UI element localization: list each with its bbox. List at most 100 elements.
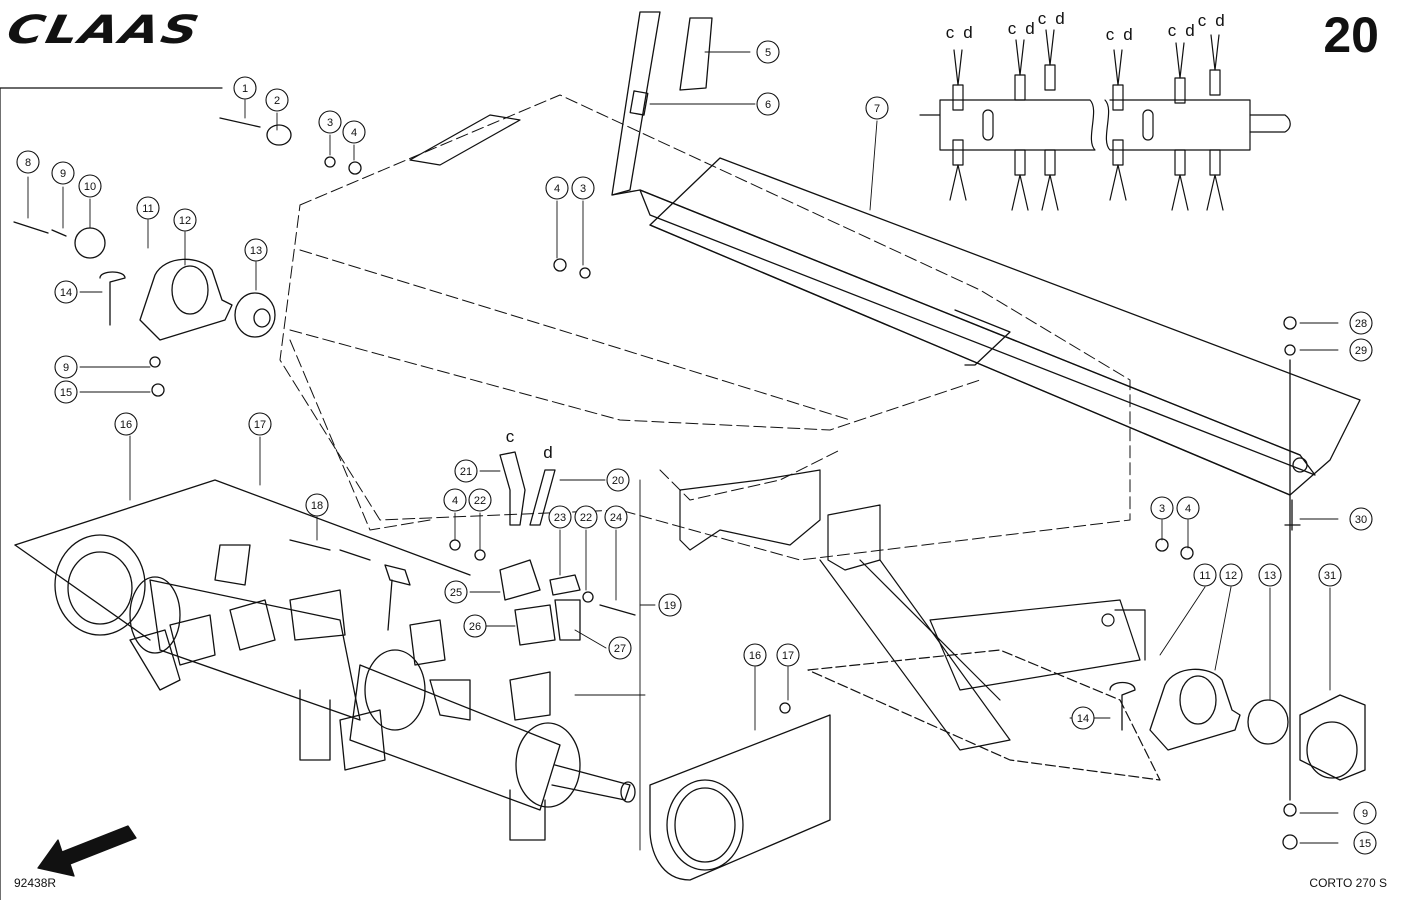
callout-number: 28 [1355,318,1367,330]
chain-strand [953,49,963,86]
knife-bar-7 [639,157,1361,496]
callout-number: 4 [1185,503,1191,515]
callout-number: 20 [612,475,624,487]
callout-31: 31 [1318,563,1342,587]
callout-circle [78,174,102,198]
callout-number: 4 [452,495,458,507]
chain-cutter [1044,149,1056,176]
callout-circle [233,76,257,100]
callout-number: 10 [84,181,96,193]
chain-cutter [1044,64,1056,91]
callout-4: 4 [443,488,467,512]
callout-13: 13 [1258,563,1282,587]
callout-number: 12 [1225,570,1237,582]
chain-strand [1210,34,1220,71]
callout-number: 14 [1077,713,1089,725]
callout-circle [265,88,289,112]
callout-circle [305,493,329,517]
callout-circle [1353,831,1377,855]
callout-circle [1071,706,1095,730]
callout-circle [743,643,767,667]
callout-number: 6 [765,99,771,111]
chain-cutter [1112,139,1124,166]
chain-strand [1171,174,1189,211]
callout-12: 12 [1219,563,1243,587]
callout-9: 9 [1353,801,1377,825]
callout-circle [318,110,342,134]
callout-number: 14 [60,287,72,299]
callout-circle [1258,563,1282,587]
chain-strand [1045,29,1055,66]
direction-arrow [37,825,137,877]
callout-5: 5 [756,40,780,64]
chain-label: d [1055,9,1064,28]
callout-circle [1353,801,1377,825]
callout-3: 3 [318,110,342,134]
chain-cutter [1014,149,1026,176]
callout-number: 9 [60,168,66,180]
callout-14: 14 [54,280,78,304]
callout-17: 17 [248,412,272,436]
callout-number: 4 [351,127,357,139]
callout-number: 25 [450,587,462,599]
chain-cutter [1209,69,1221,96]
chain-strand [1109,164,1127,201]
callout-circle [571,176,595,200]
callout-circle [248,412,272,436]
callout-circle [1176,496,1200,520]
callout-11: 11 [1193,563,1217,587]
callout-number: 1 [242,83,248,95]
chain-cutter [1014,74,1026,101]
callout-number: 13 [250,245,262,257]
callout-16: 16 [114,412,138,436]
callout-circle [443,488,467,512]
callout-circle [756,40,780,64]
callout-19: 19 [658,593,682,617]
callout-number: 11 [142,203,153,215]
callout-number: 3 [1159,503,1165,515]
callout-number: 18 [311,500,323,512]
chain-strand [949,164,967,201]
callout-circle [776,643,800,667]
chain-label: d [1185,21,1194,40]
callout-15: 15 [54,380,78,404]
chain-label: c [1038,9,1047,28]
callout-1: 1 [233,76,257,100]
callout-circle [1150,496,1174,520]
callout-16: 16 [743,643,767,667]
chain-strand [1175,42,1185,79]
callout-number: 17 [782,650,794,662]
page-number: 20 [1323,7,1379,63]
callout-circle [604,505,628,529]
callout-10: 10 [78,174,102,198]
callout-circle [54,380,78,404]
callout-circle [454,459,478,483]
callout-circle [54,355,78,379]
callout-number: 8 [25,157,31,169]
callout-circle [606,468,630,492]
callout-number: 29 [1355,345,1367,357]
callout-21: 21 [454,459,478,483]
chain-label: c [946,23,955,42]
bearing-block-left [13,117,591,397]
callout-circle [756,92,780,116]
callout-9: 9 [54,355,78,379]
callout-circle [114,412,138,436]
callout-circle [244,238,268,262]
callout-circle [1219,563,1243,587]
callout-number: 11 [1199,570,1210,582]
callout-number: 16 [749,650,761,662]
callout-29: 29 [1349,338,1373,362]
knife-assembly [289,451,636,646]
chain-label: c [506,427,515,446]
callout-27: 27 [608,636,632,660]
callout-circle [463,614,487,638]
callout-4: 4 [545,176,569,200]
callout-number: 19 [664,600,676,612]
chain-label: d [1025,19,1034,38]
chain-label: d [543,443,552,462]
callout-number: 9 [1362,808,1368,820]
